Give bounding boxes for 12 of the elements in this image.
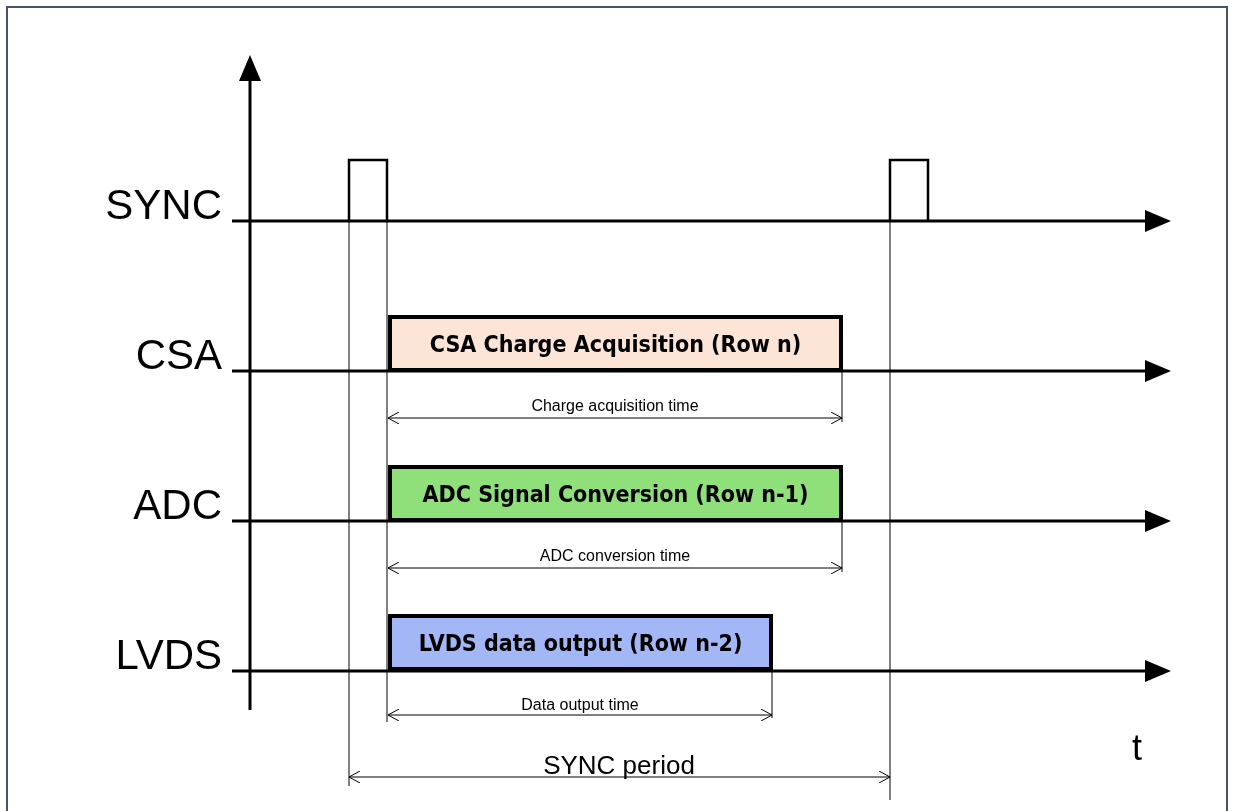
signal-name: LVDS [115, 634, 222, 676]
data-output-bar: LVDS data output (Row n-2) [388, 614, 773, 671]
signal-name: CSA [135, 334, 222, 376]
dimension-label: ADC conversion time [539, 548, 691, 564]
charge-acquisition-bar: CSA Charge Acquisition (Row n) [388, 315, 843, 372]
signal-name: SYNC [105, 184, 222, 226]
signal-name: ADC [133, 484, 222, 526]
dimension-label: Charge acquisition time [531, 398, 699, 414]
signal-conversion-bar: ADC Signal Conversion (Row n-1) [388, 465, 843, 522]
axis-label: t [1132, 730, 1142, 766]
dimension-label: SYNC period [543, 752, 695, 778]
dimension-label: Data output time [521, 697, 639, 713]
